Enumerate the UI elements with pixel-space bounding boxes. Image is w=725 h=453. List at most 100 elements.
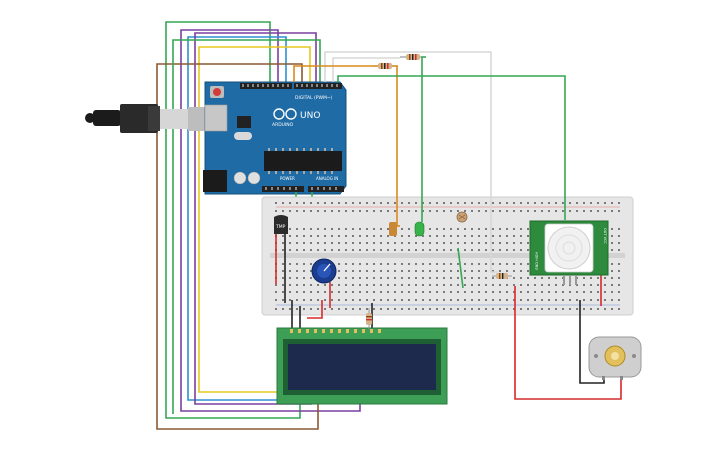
breadboard-hole	[394, 291, 396, 293]
usb-metal-port	[188, 107, 208, 131]
breadboard-hole	[464, 299, 466, 301]
breadboard-hole	[345, 249, 347, 251]
breadboard-hole	[618, 263, 620, 265]
breadboard-hole	[583, 202, 585, 204]
breadboard-hole	[345, 210, 347, 212]
breadboard-hole	[408, 299, 410, 301]
breadboard-hole	[513, 263, 515, 265]
breadboard-hole	[429, 235, 431, 237]
breadboard-hole	[471, 284, 473, 286]
breadboard-hole	[548, 291, 550, 293]
breadboard-hole	[548, 308, 550, 310]
breadboard-hole	[324, 242, 326, 244]
breadboard-hole	[457, 299, 459, 301]
breadboard-hole	[611, 263, 613, 265]
breadboard-hole	[331, 228, 333, 230]
breadboard-hole	[408, 263, 410, 265]
breadboard-hole	[387, 270, 389, 272]
usb-cable-body	[93, 110, 121, 126]
breadboard-hole	[359, 263, 361, 265]
breadboard-hole	[513, 242, 515, 244]
breadboard-hole	[422, 235, 424, 237]
breadboard-hole	[548, 277, 550, 279]
breadboard-hole	[359, 249, 361, 251]
breadboard-hole	[590, 291, 592, 293]
breadboard-hole	[275, 291, 277, 293]
usb-metal-shell	[160, 109, 190, 129]
breadboard-hole	[366, 284, 368, 286]
breadboard-hole	[492, 284, 494, 286]
breadboard-hole	[450, 235, 452, 237]
breadboard-hole	[513, 202, 515, 204]
breadboard-hole	[443, 228, 445, 230]
breadboard-hole	[282, 210, 284, 212]
breadboard-hole	[597, 277, 599, 279]
breadboard-hole	[310, 284, 312, 286]
breadboard-hole	[338, 242, 340, 244]
breadboard-hole	[527, 291, 529, 293]
breadboard-hole	[387, 263, 389, 265]
breadboard-hole	[282, 242, 284, 244]
breadboard-hole	[506, 210, 508, 212]
breadboard-hole	[443, 308, 445, 310]
atmega-chip	[264, 151, 342, 171]
breadboard-hole	[359, 299, 361, 301]
atmega-pins	[268, 148, 333, 174]
breadboard-hole	[478, 235, 480, 237]
breadboard-hole	[604, 308, 606, 310]
breadboard-hole	[450, 270, 452, 272]
breadboard-hole	[387, 235, 389, 237]
breadboard-hole	[296, 235, 298, 237]
breadboard-hole	[429, 299, 431, 301]
breadboard-hole	[394, 284, 396, 286]
breadboard-hole	[352, 263, 354, 265]
breadboard-hole	[408, 235, 410, 237]
loop-wires	[156, 21, 361, 430]
breadboard-hole	[422, 284, 424, 286]
breadboard-hole	[275, 308, 277, 310]
breadboard-hole	[401, 308, 403, 310]
breadboard-hole	[408, 277, 410, 279]
breadboard-hole	[373, 228, 375, 230]
breadboard-hole	[338, 291, 340, 293]
breadboard-hole	[520, 308, 522, 310]
breadboard-hole	[527, 270, 529, 272]
breadboard-hole	[317, 235, 319, 237]
breadboard-hole	[289, 210, 291, 212]
temperature-sensor: TMP	[274, 215, 288, 234]
breadboard-hole	[464, 202, 466, 204]
green-led	[414, 221, 425, 237]
breadboard-hole	[394, 277, 396, 279]
breadboard-hole	[541, 299, 543, 301]
breadboard-hole	[513, 284, 515, 286]
breadboard-hole	[387, 291, 389, 293]
breadboard-hole	[527, 308, 529, 310]
breadboard-hole	[303, 299, 305, 301]
breadboard-hole	[464, 228, 466, 230]
breadboard-hole	[611, 291, 613, 293]
breadboard-hole	[471, 235, 473, 237]
breadboard-hole	[443, 270, 445, 272]
breadboard-hole	[450, 277, 452, 279]
breadboard-hole	[275, 284, 277, 286]
breadboard-resistor	[492, 273, 512, 279]
breadboard-hole	[429, 249, 431, 251]
breadboard-hole	[604, 299, 606, 301]
breadboard-hole	[611, 299, 613, 301]
breadboard-hole	[338, 299, 340, 301]
breadboard-hole	[359, 242, 361, 244]
breadboard-hole	[373, 263, 375, 265]
breadboard-hole	[611, 308, 613, 310]
breadboard-hole	[457, 308, 459, 310]
breadboard-hole	[380, 202, 382, 204]
breadboard-hole	[443, 242, 445, 244]
breadboard-hole	[401, 270, 403, 272]
breadboard-hole	[436, 277, 438, 279]
breadboard-hole	[310, 291, 312, 293]
breadboard-hole	[331, 308, 333, 310]
breadboard-hole	[303, 284, 305, 286]
breadboard-hole	[436, 270, 438, 272]
breadboard-hole	[604, 202, 606, 204]
breadboard-hole	[520, 284, 522, 286]
